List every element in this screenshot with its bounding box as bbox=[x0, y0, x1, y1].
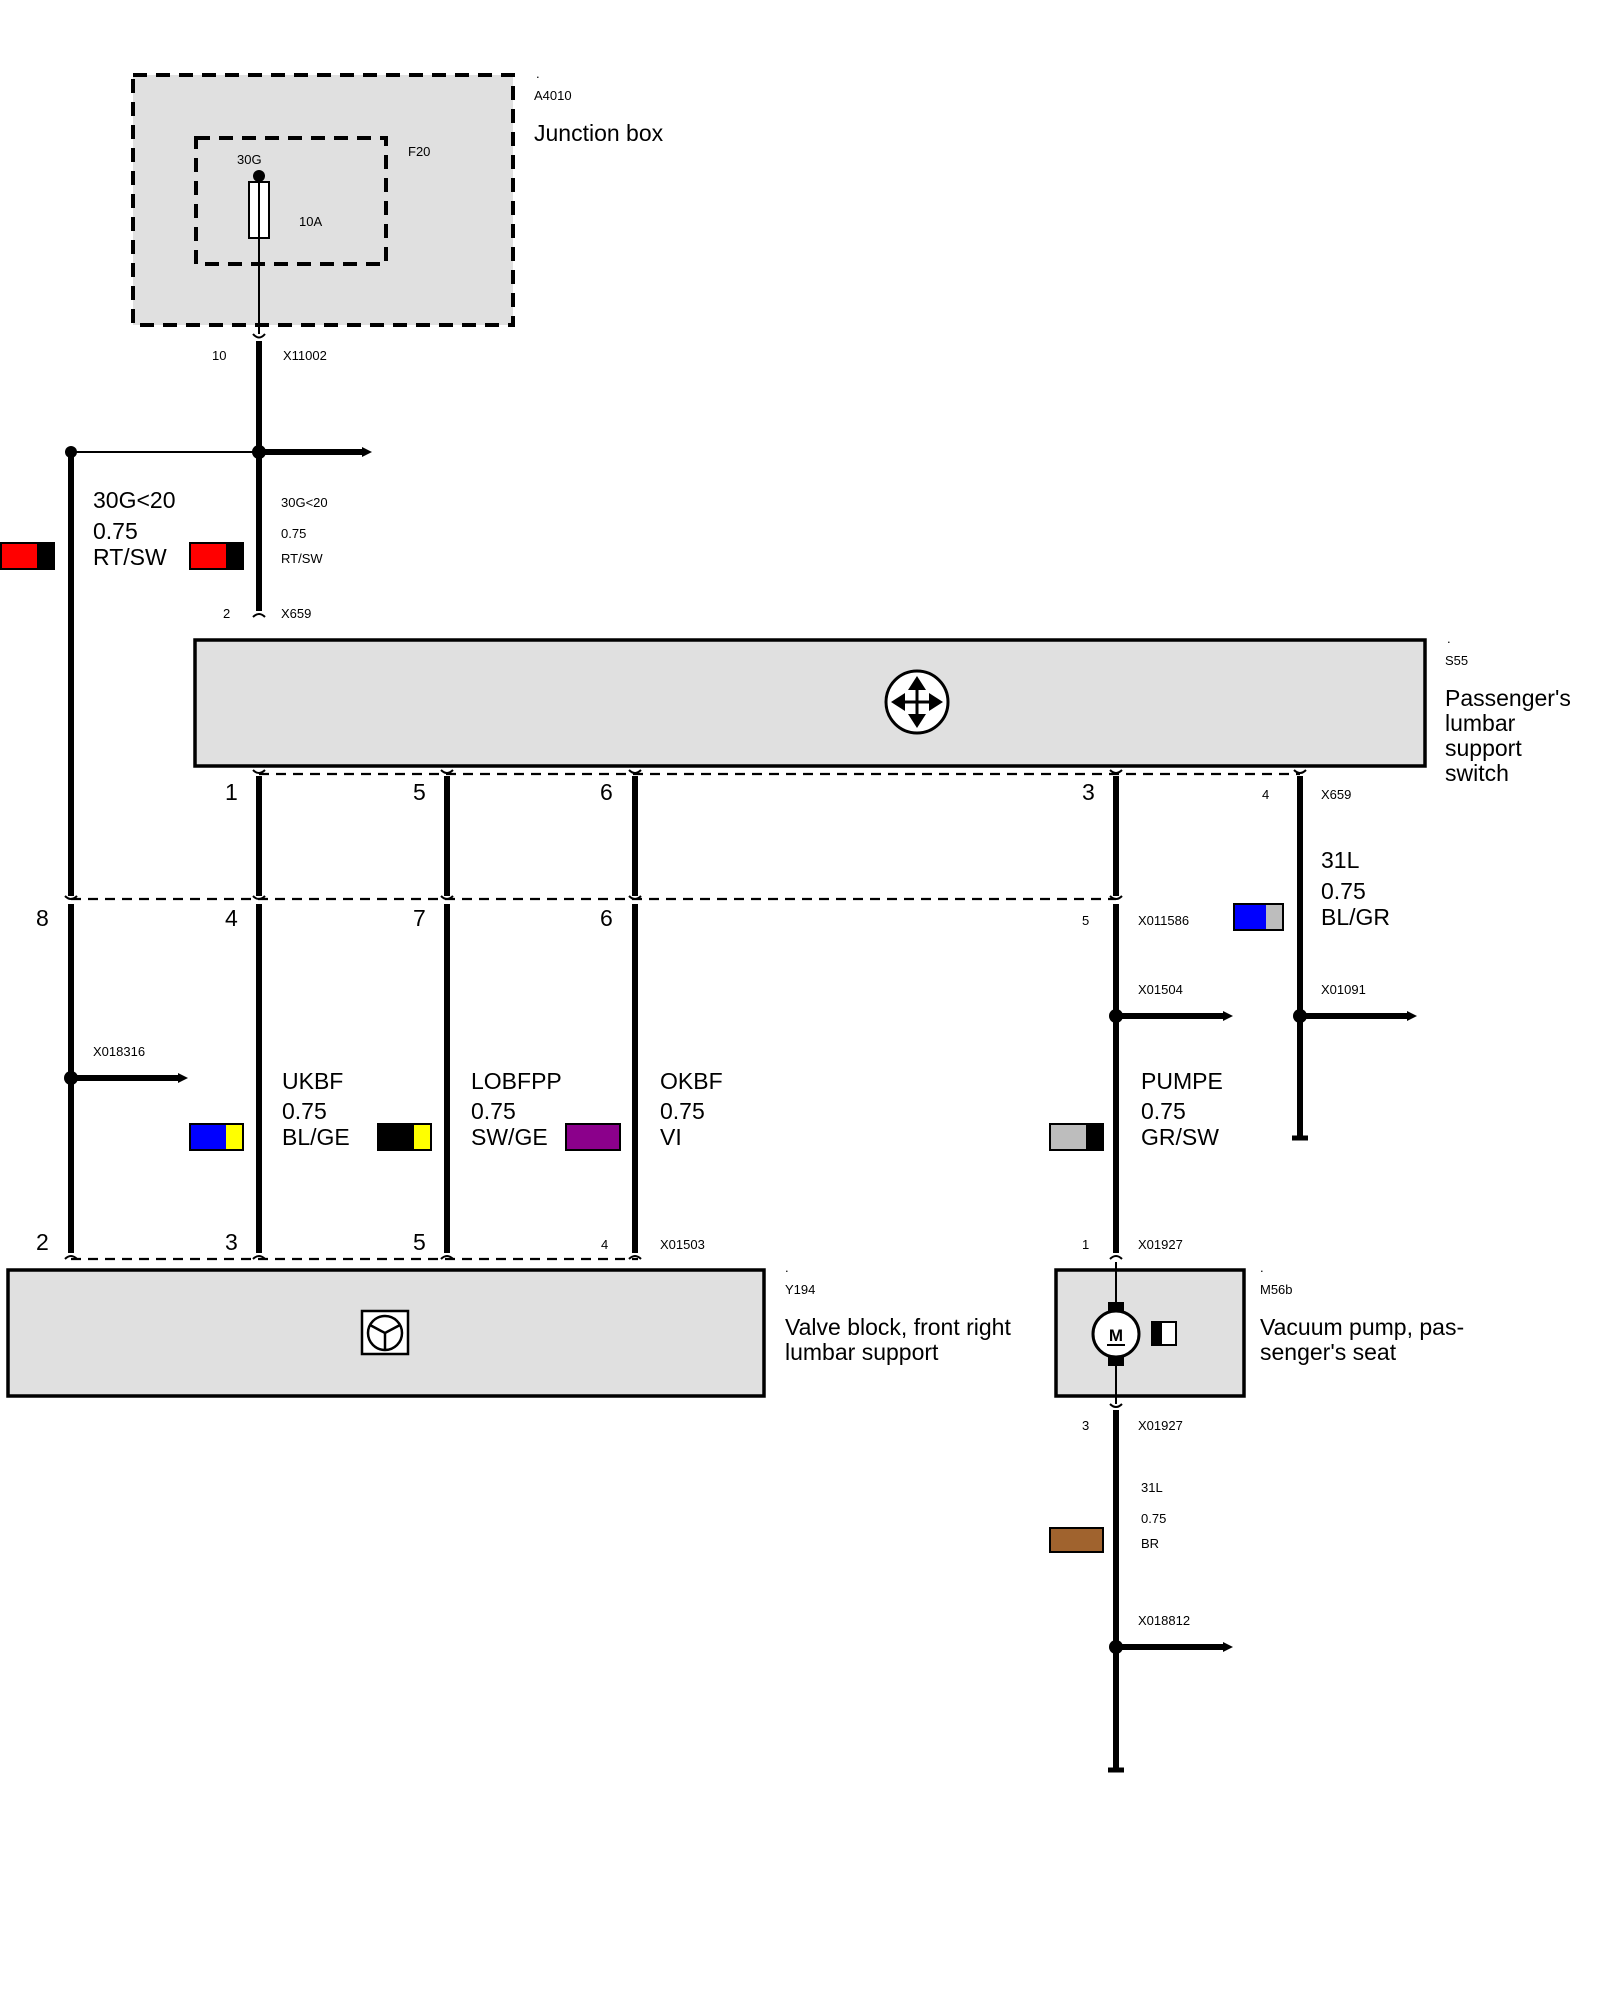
splice-dot bbox=[1109, 1640, 1123, 1654]
splice-dot bbox=[252, 445, 266, 459]
wire-lobfpp-color: SW/GE bbox=[471, 1124, 548, 1150]
wire-31l-pump-signal: 31L bbox=[1141, 1480, 1163, 1495]
vacuum-pump: M . M56b Vacuum pump, pas- senger's seat bbox=[1054, 1260, 1464, 1404]
connector-icon bbox=[1151, 1321, 1177, 1346]
pump-name-line: senger's seat bbox=[1260, 1339, 1397, 1365]
valve-block-id: Y194 bbox=[785, 1282, 815, 1297]
mid-connector-pin: 6 bbox=[600, 905, 613, 931]
motor-icon: M bbox=[1091, 1302, 1141, 1366]
pump-id: M56b bbox=[1260, 1282, 1293, 1297]
splice-x018316-label: X018316 bbox=[93, 1044, 145, 1059]
valve-block-name-line: lumbar support bbox=[785, 1339, 939, 1365]
valve-block-pin: 2 bbox=[36, 1229, 49, 1255]
splice-dot bbox=[1109, 1009, 1123, 1023]
wire-pumpe-color: GR/SW bbox=[1141, 1124, 1219, 1150]
valve-block-name-line: Valve block, front right bbox=[785, 1314, 1011, 1340]
wire-30g-right-size: 0.75 bbox=[281, 526, 306, 541]
mid-connector-pin: 7 bbox=[413, 905, 426, 931]
splice-x01091-label: X01091 bbox=[1321, 982, 1366, 997]
color-swatch-gr-sw bbox=[1049, 1123, 1104, 1151]
valve-icon bbox=[360, 1309, 410, 1356]
junction-box-name: Junction box bbox=[534, 120, 664, 146]
fuse-rating: 10A bbox=[299, 214, 322, 229]
switch-ground-connector: X659 bbox=[1321, 787, 1351, 802]
switch-pin: 6 bbox=[600, 779, 613, 805]
wire-okbf-color: VI bbox=[660, 1124, 682, 1150]
wire-okbf-size: 0.75 bbox=[660, 1098, 705, 1124]
lumbar-switch: . S55 Passenger's lumbar support switch bbox=[193, 631, 1571, 786]
valve-block-connector: X01503 bbox=[660, 1237, 705, 1252]
switch-pin: 1 bbox=[225, 779, 238, 805]
junction-box-id: A4010 bbox=[534, 88, 572, 103]
wire-okbf-signal: OKBF bbox=[660, 1068, 723, 1094]
switch-feed-pin: 2 bbox=[223, 606, 230, 621]
mid-connector-pin: 8 bbox=[36, 905, 49, 931]
motor-letter: M bbox=[1109, 1326, 1123, 1345]
splice-dot bbox=[1293, 1009, 1307, 1023]
wire-ukbf-signal: UKBF bbox=[282, 1068, 343, 1094]
wire-30g-left-color: RT/SW bbox=[93, 544, 167, 570]
wire-31l-pump-size: 0.75 bbox=[1141, 1511, 1166, 1526]
color-swatch-rt-sw bbox=[0, 542, 55, 570]
switch-name-line: support bbox=[1445, 735, 1522, 761]
switch-dot: . bbox=[1447, 631, 1451, 646]
junction-box-dot: . bbox=[536, 66, 540, 81]
color-swatch-bl-gr bbox=[1233, 903, 1284, 931]
mid-connector-pin: 4 bbox=[225, 905, 238, 931]
color-swatch-rt-sw bbox=[189, 542, 244, 570]
valve-block-small-pin: 4 bbox=[601, 1237, 608, 1252]
wire-ukbf-color: BL/GE bbox=[282, 1124, 350, 1150]
switch-pin: 3 bbox=[1082, 779, 1095, 805]
switch-ground-pin: 4 bbox=[1262, 787, 1269, 802]
switch-feed-connector: X659 bbox=[281, 606, 311, 621]
wire-31l-right-signal: 31L bbox=[1321, 847, 1360, 873]
switch-name-line: lumbar bbox=[1445, 710, 1516, 736]
fuse-holder bbox=[194, 136, 388, 266]
pump-top-connector: X01927 bbox=[1138, 1237, 1183, 1252]
switch-name-line: switch bbox=[1445, 760, 1509, 786]
junction-box-connector: X11002 bbox=[283, 348, 327, 363]
wire-30g-right-signal: 30G<20 bbox=[281, 495, 328, 510]
fuse-terminal-label: 30G bbox=[237, 152, 262, 167]
valve-block: . Y194 Valve block, front right lumbar s… bbox=[6, 1260, 1011, 1398]
feed-30g bbox=[65, 333, 372, 896]
color-swatch-br bbox=[1049, 1527, 1104, 1553]
splice-x01504-label: X01504 bbox=[1138, 982, 1183, 997]
pump-dot: . bbox=[1260, 1260, 1264, 1275]
splice-dot bbox=[64, 1071, 78, 1085]
pump-name-line: Vacuum pump, pas- bbox=[1260, 1314, 1464, 1340]
wire-31l-pump-color: BR bbox=[1141, 1536, 1159, 1551]
color-swatch-bl-ge bbox=[189, 1123, 244, 1151]
junction-box: . A4010 Junction box F20 30G 10A 10 X110… bbox=[131, 66, 664, 363]
pump-top-pin: 1 bbox=[1082, 1237, 1089, 1252]
switch-pin: 5 bbox=[413, 779, 426, 805]
valve-block-pin: 3 bbox=[225, 1229, 238, 1255]
switch-name-line: Passenger's bbox=[1445, 685, 1571, 711]
color-swatch-sw-ge bbox=[377, 1123, 432, 1151]
pump-bottom-connector: X01927 bbox=[1138, 1418, 1183, 1433]
wire-pumpe-size: 0.75 bbox=[1141, 1098, 1186, 1124]
wire-lobfpp-size: 0.75 bbox=[471, 1098, 516, 1124]
wire-30g-left-size: 0.75 bbox=[93, 518, 138, 544]
valve-block-pin: 5 bbox=[413, 1229, 426, 1255]
four-way-arrows-icon bbox=[884, 669, 950, 735]
wire-lobfpp-signal: LOBFPP bbox=[471, 1068, 562, 1094]
valve-block-dot: . bbox=[785, 1260, 789, 1275]
wire-30g-right-color: RT/SW bbox=[281, 551, 323, 566]
wire-31l-right-color: BL/GR bbox=[1321, 904, 1390, 930]
wire-31l-right-size: 0.75 bbox=[1321, 878, 1366, 904]
junction-box-pin: 10 bbox=[212, 348, 226, 363]
mid-connector-pump-pin: 5 bbox=[1082, 913, 1089, 928]
fuse-id: F20 bbox=[408, 144, 430, 159]
mid-connector-id: X011586 bbox=[1138, 913, 1189, 928]
wire-30g-left-signal: 30G<20 bbox=[93, 487, 176, 513]
wire-ukbf-size: 0.75 bbox=[282, 1098, 327, 1124]
color-swatch-vi bbox=[565, 1123, 621, 1151]
splice-x018812-label: X018812 bbox=[1138, 1613, 1190, 1628]
wire-pumpe-signal: PUMPE bbox=[1141, 1068, 1223, 1094]
switch-id: S55 bbox=[1445, 653, 1468, 668]
pump-bottom-pin: 3 bbox=[1082, 1418, 1089, 1433]
